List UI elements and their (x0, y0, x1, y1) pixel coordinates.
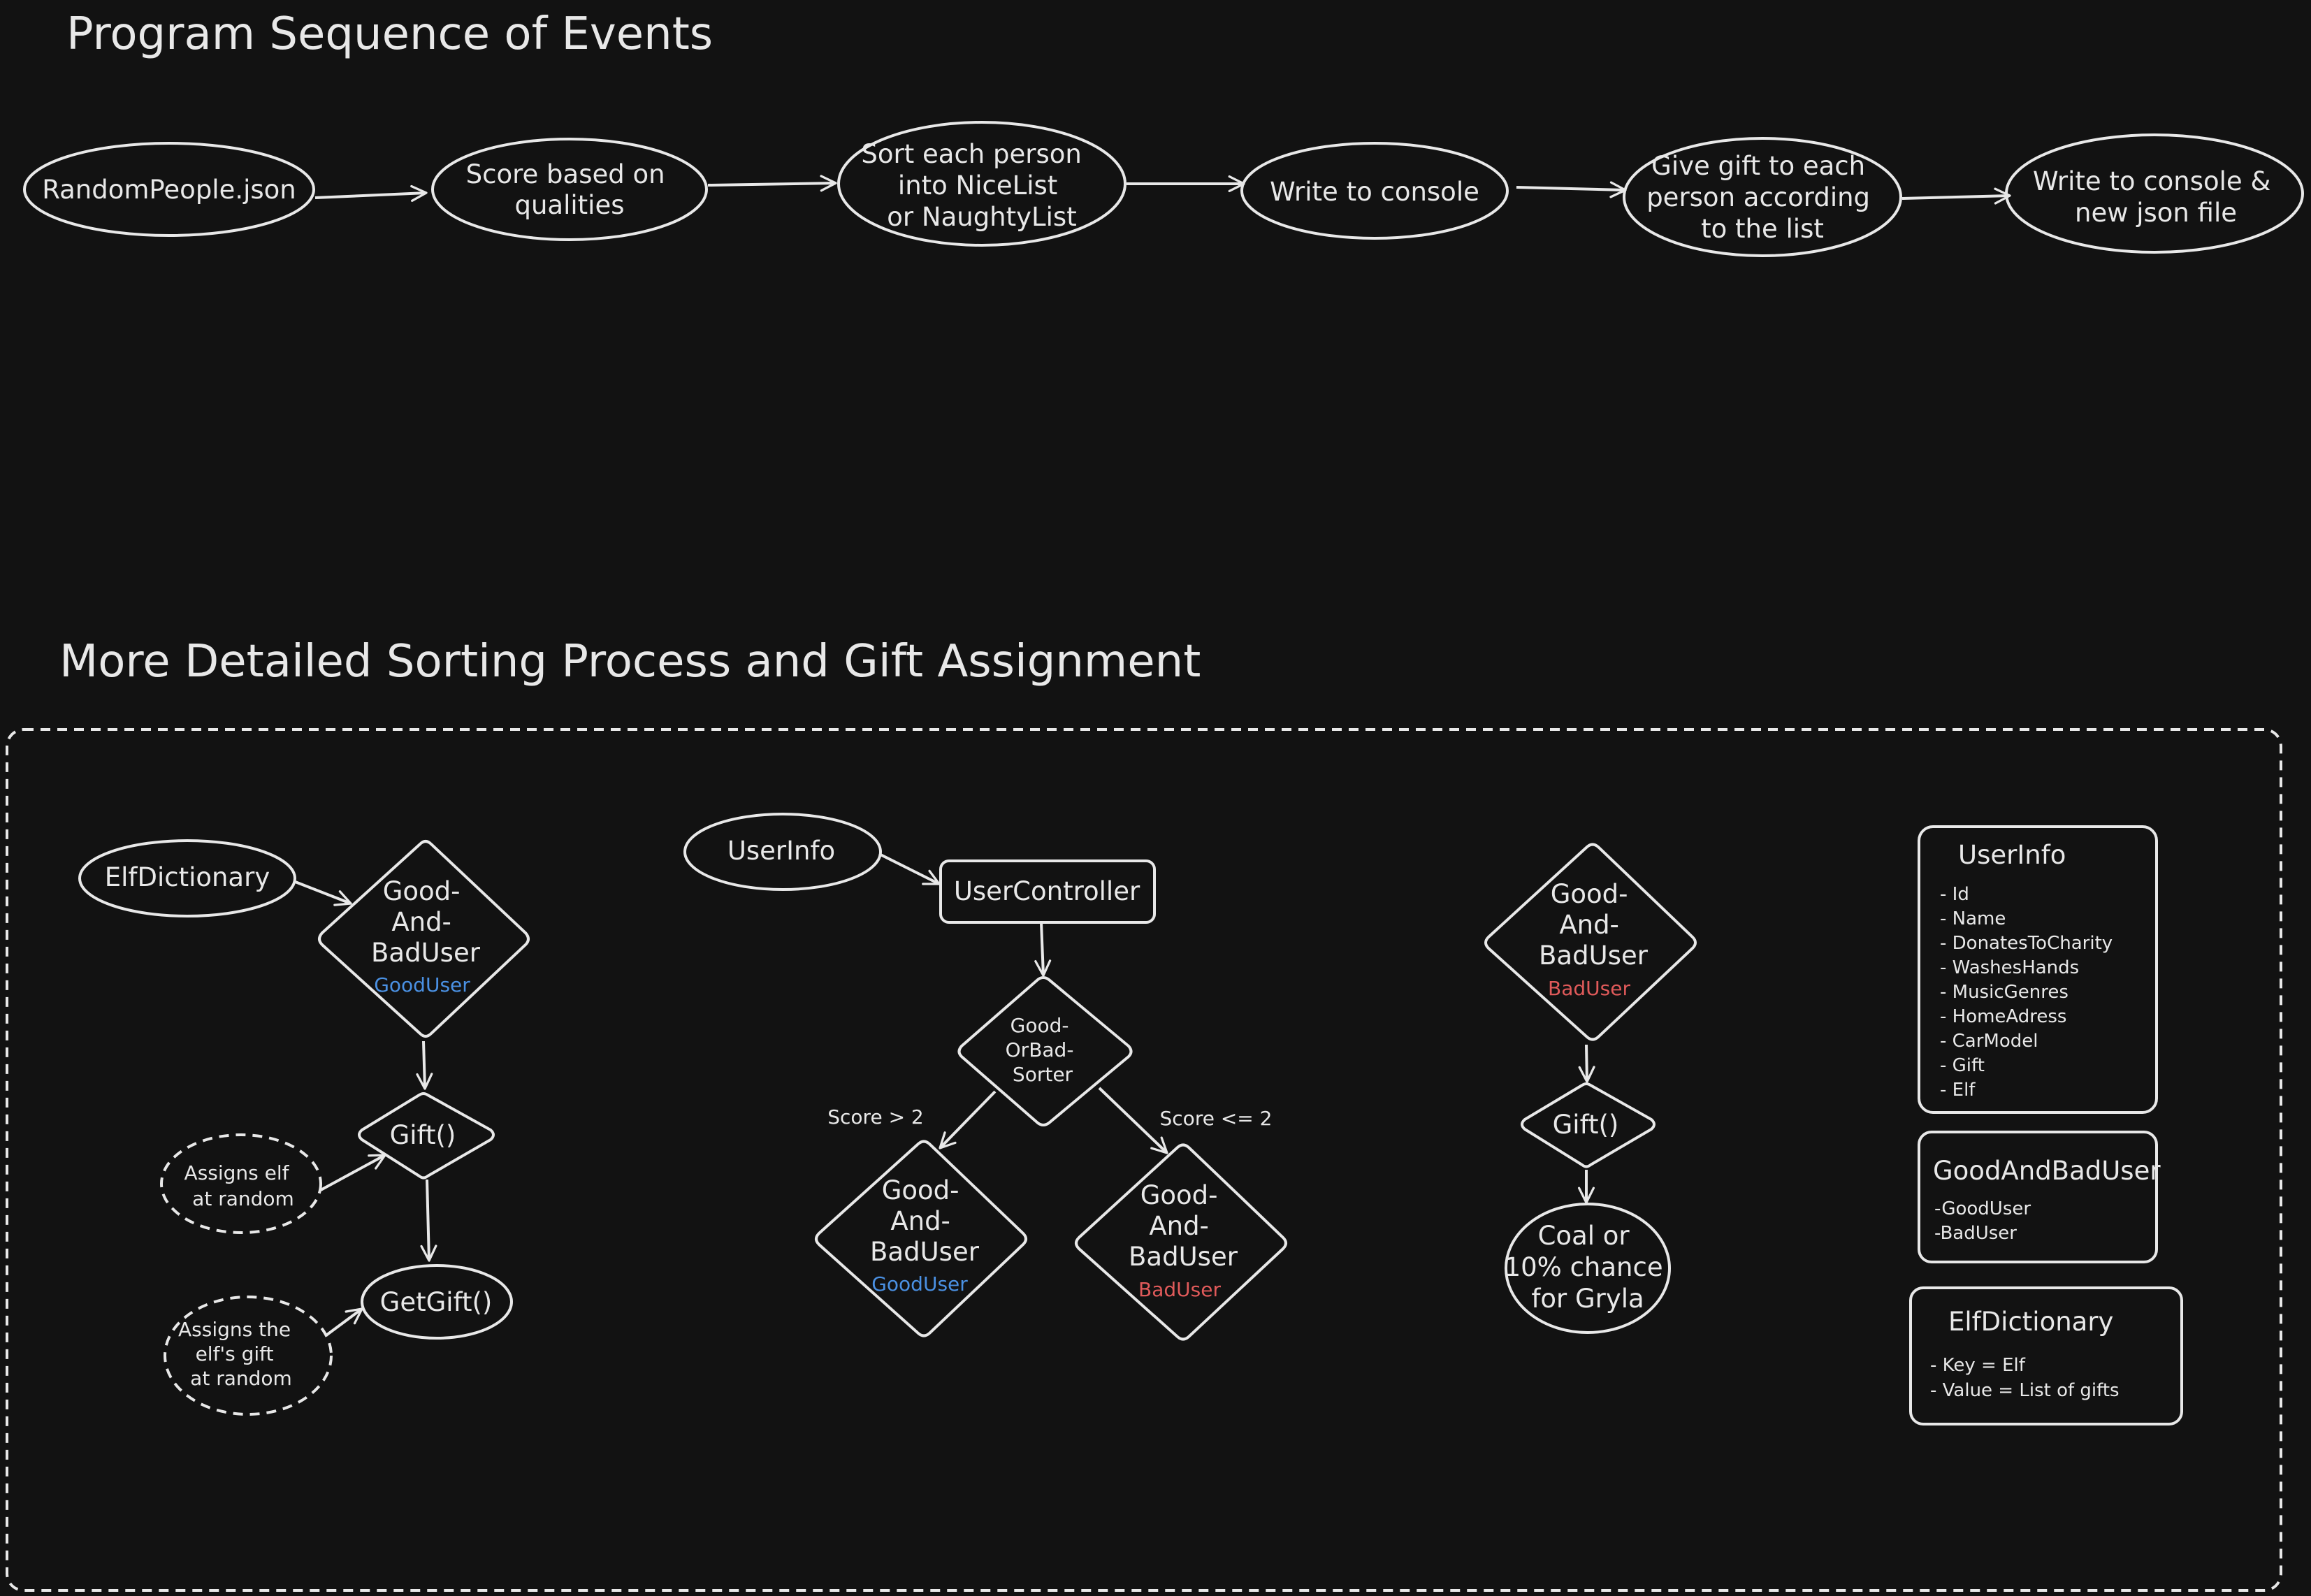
bad-user-tag-right: BadUser (1548, 977, 1630, 1000)
user-controller-label: UserController (954, 876, 1140, 906)
legend-good-bad-box (1918, 1131, 2158, 1263)
legend-elf-dict-box (1909, 1286, 2183, 1425)
good-and-bad-user-diamond-bad (1075, 1143, 1287, 1341)
edge (878, 853, 941, 885)
title-detailed: More Detailed Sorting Process and Gift A… (59, 636, 1201, 688)
seq-node-label: RandomPeople.json (42, 175, 296, 205)
edge (420, 1179, 437, 1262)
seq-arrow (1901, 187, 2011, 205)
assigns-gift-note (164, 1296, 333, 1416)
assigns-gift-label: Assigns the elf's gift at random (178, 1318, 297, 1390)
legend-good-bad-title: GoodAndBadUser (1933, 1156, 2161, 1186)
edge (416, 1040, 433, 1090)
good-and-bad-user-label: Good- And- BadUser (1129, 1180, 1238, 1272)
gift-diamond-right (1521, 1082, 1656, 1168)
seq-node-random-people (23, 142, 315, 237)
user-info-node (683, 813, 882, 891)
user-controller-node (939, 859, 1156, 924)
gift-label-right: Gift() (1553, 1110, 1619, 1140)
bad-user-tag-middle: BadUser (1138, 1278, 1221, 1301)
good-user-tag-middle: GoodUser (871, 1272, 968, 1296)
seq-node-label: Give gift to each person according to th… (1646, 151, 1878, 244)
seq-arrow (314, 184, 428, 202)
elf-dictionary-label: ElfDictionary (105, 862, 270, 892)
good-and-bad-user-label: Good- And- BadUser (371, 876, 481, 968)
seq-node-label: Score based on qualities (466, 159, 674, 220)
get-gift-label: GetGift() (380, 1287, 493, 1317)
edge (939, 1090, 997, 1149)
assigns-elf-label: Assigns elf at random (184, 1161, 296, 1210)
score-le-label: Score <= 2 (1160, 1107, 1273, 1130)
edge (1578, 1044, 1595, 1083)
seq-node-label: Write to console & new json file (2033, 166, 2279, 228)
legend-good-bad-fields: -GoodUser -BadUser (1934, 1198, 2036, 1244)
good-and-bad-user-label: Good- And- BadUser (1539, 879, 1649, 971)
legend-elf-dict-title: ElfDictionary (1948, 1307, 2113, 1337)
sorter-label: Good- OrBad- Sorter (1006, 1014, 1080, 1086)
good-and-bad-user-diamond-left (318, 840, 530, 1038)
coal-label: Coal or 10% chance for Gryla (1505, 1221, 1672, 1314)
user-info-label: UserInfo (727, 836, 835, 866)
gift-label-left: Gift() (390, 1120, 456, 1150)
edge (320, 1154, 386, 1191)
seq-arrow (707, 175, 837, 192)
seq-node-label: Write to console (1270, 177, 1479, 207)
elf-dictionary-node (78, 839, 296, 917)
edge (1098, 1087, 1168, 1154)
good-and-bad-user-diamond-good (815, 1140, 1027, 1337)
legend-user-info-fields: - Id - Name - DonatesToCharity - WashesH… (1940, 884, 2118, 1101)
edge (293, 880, 352, 906)
good-user-tag-left: GoodUser (374, 973, 470, 996)
coal-node (1505, 1203, 1671, 1334)
seq-node-score (431, 138, 708, 241)
legend-user-info-title: UserInfo (1958, 840, 2066, 870)
legend-elf-dict-fields: - Key = Elf - Value = List of gifts (1930, 1355, 2120, 1401)
good-and-bad-user-label: Good- And- BadUser (870, 1175, 980, 1267)
edge (326, 1307, 363, 1336)
seq-node-sort (837, 121, 1126, 247)
score-gt-label: Score > 2 (827, 1105, 924, 1129)
gift-diamond-left (358, 1092, 495, 1180)
title-sequence: Program Sequence of Events (66, 8, 713, 60)
seq-arrow (1516, 181, 1627, 198)
good-or-bad-sorter-diamond (957, 976, 1133, 1126)
seq-node-label: Sort each person into NiceList or Naught… (861, 139, 1089, 232)
edge (1034, 922, 1052, 977)
assigns-elf-note (160, 1133, 322, 1234)
legend-user-info-box (1918, 825, 2158, 1114)
good-and-bad-user-diamond-right (1484, 843, 1697, 1041)
get-gift-node (361, 1264, 513, 1340)
